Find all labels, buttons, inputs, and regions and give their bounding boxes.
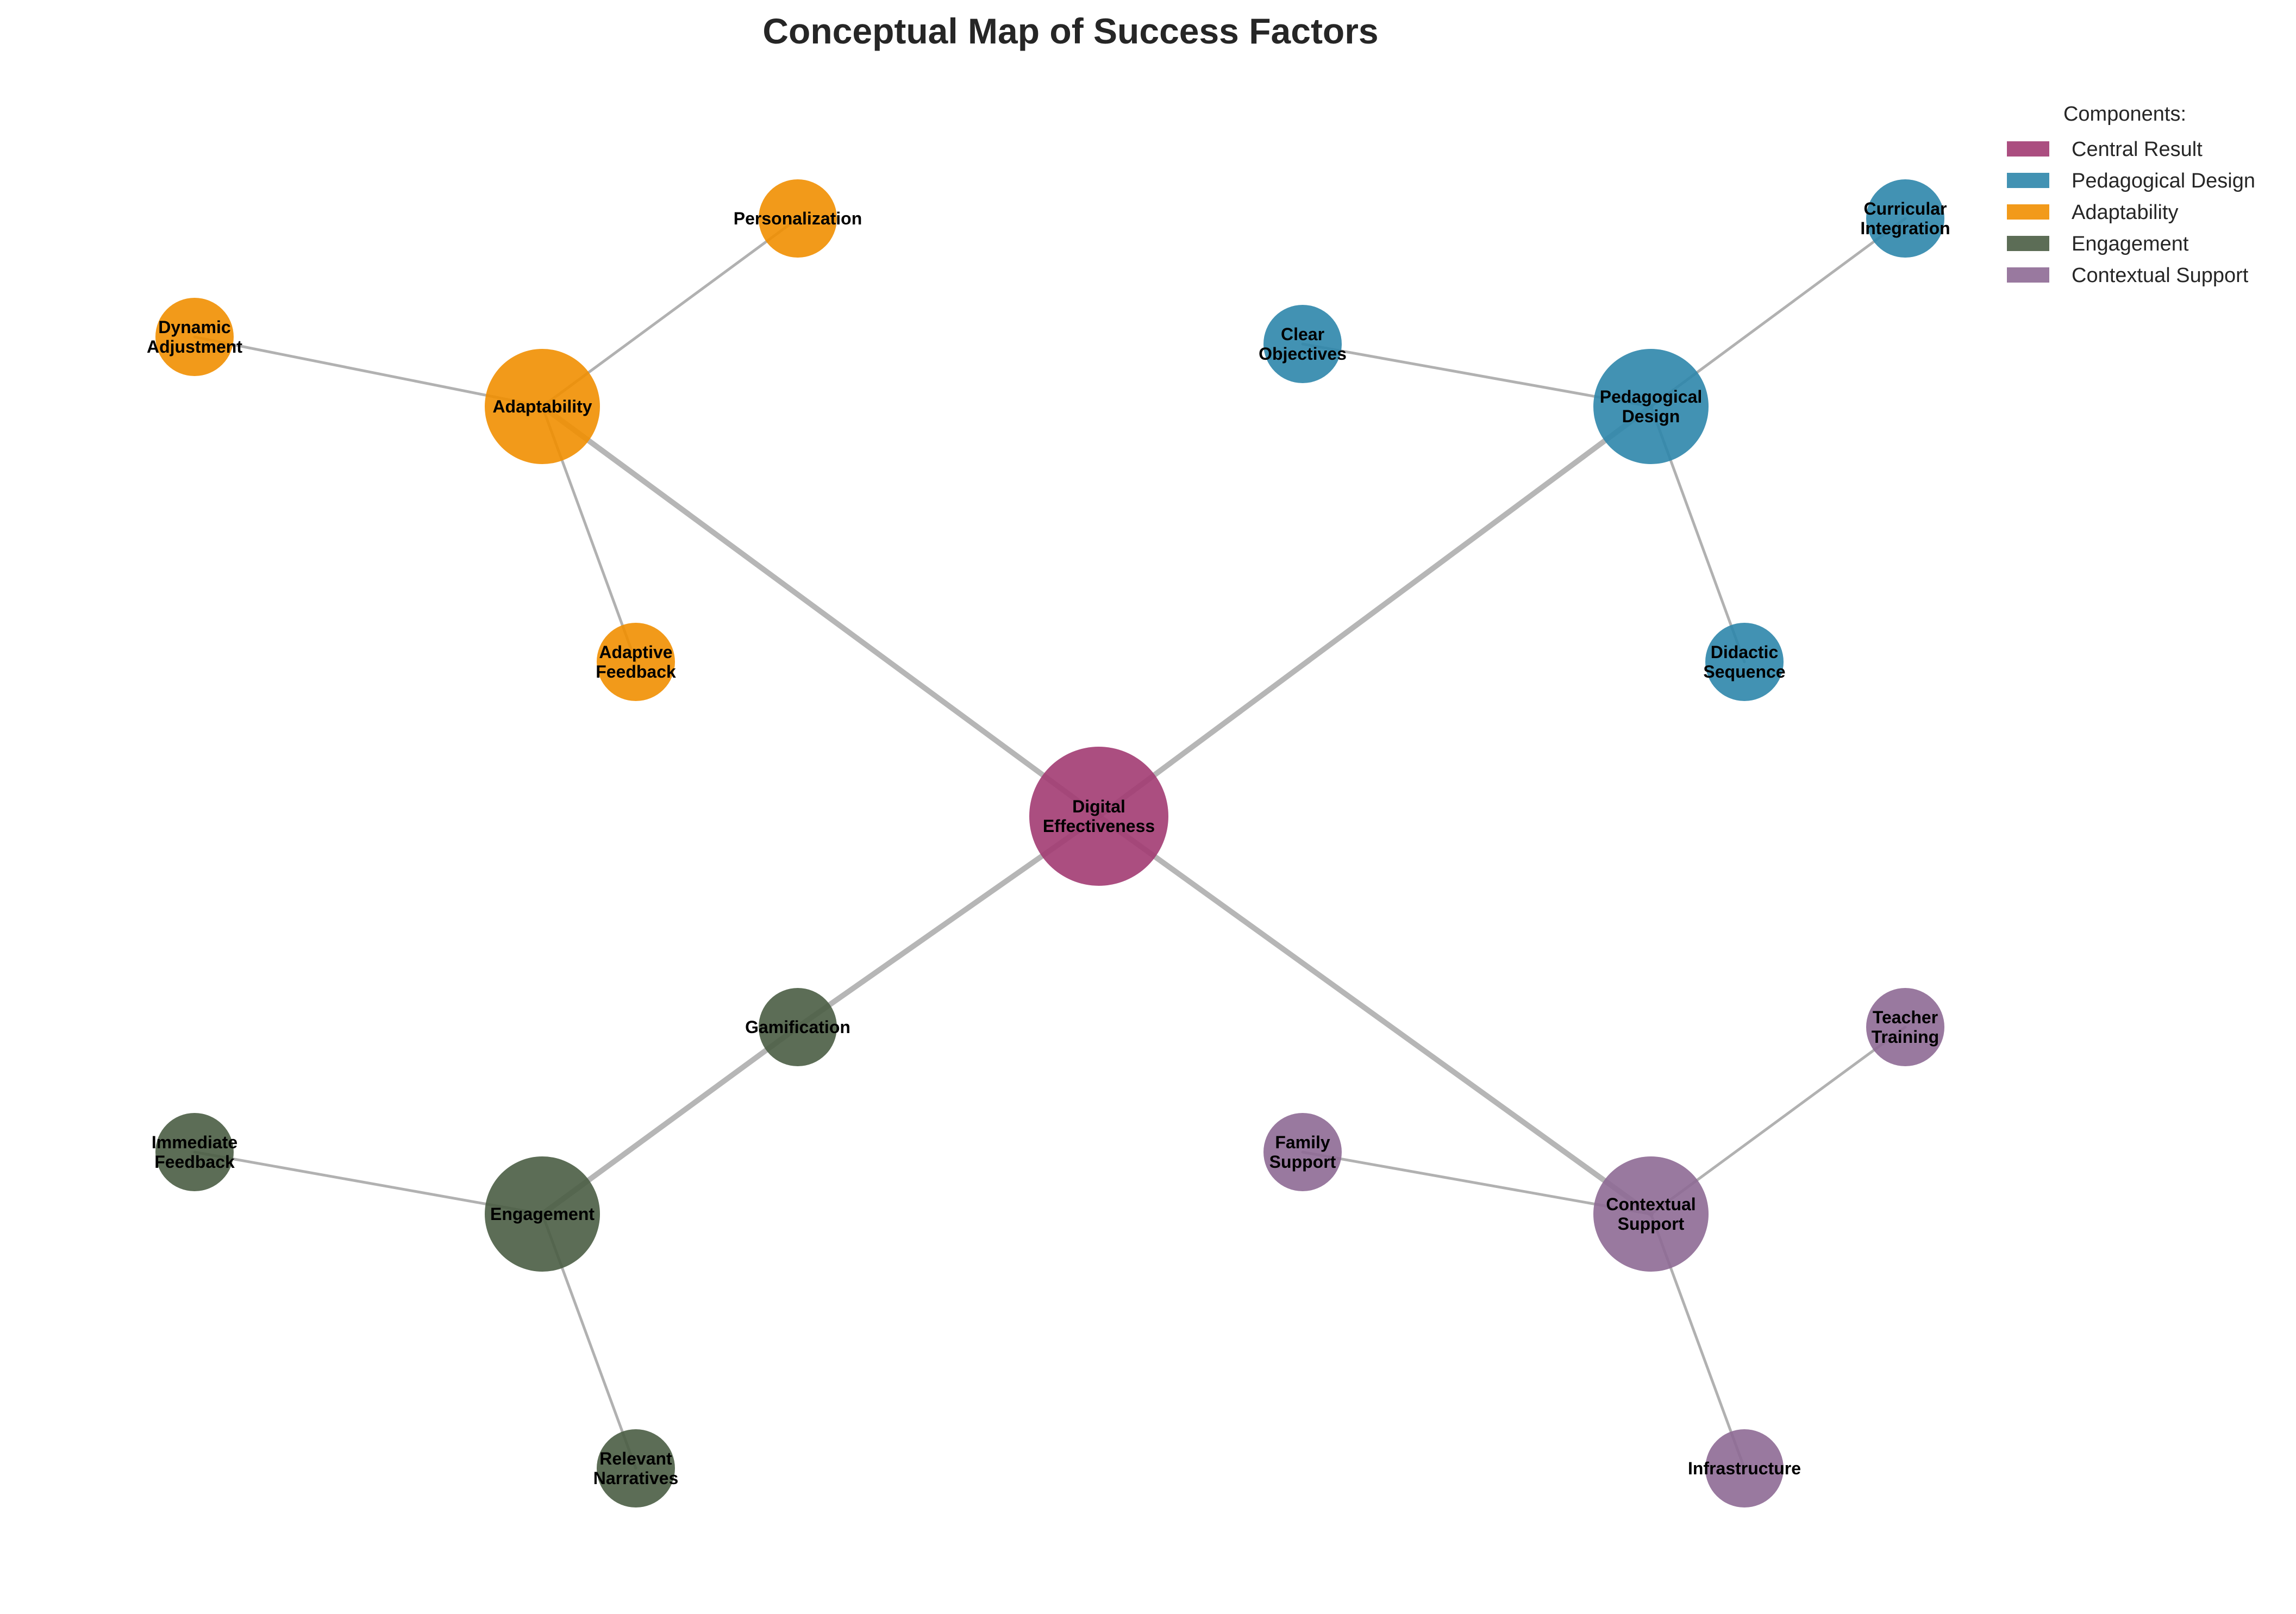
node-label-digital-effectiveness-line-1: Digital: [1072, 797, 1125, 816]
node-circle-digital-effectiveness: [1029, 747, 1168, 886]
node-label-personalization: Personalization: [734, 209, 862, 228]
legend-label-adaptability: Adaptability: [2072, 201, 2178, 224]
node-personalization: Personalization: [734, 179, 862, 258]
edge-digital-effectiveness-to-adaptability: [540, 404, 1102, 819]
node-label-curricular-integration-line-2: Integration: [1860, 218, 1950, 238]
node-label-infrastructure: Infrastructure: [1688, 1459, 1801, 1478]
node-label-contextual-support-line-2: Support: [1618, 1214, 1685, 1234]
node-label-pedagogical-design-line-2: Design: [1622, 406, 1680, 426]
node-label-dynamic-adjustment-line-1: Dynamic: [158, 317, 230, 337]
legend-title: Components:: [2063, 103, 2186, 126]
node-circle-dynamic-adjustment: [155, 298, 234, 376]
node-infrastructure: Infrastructure: [1688, 1429, 1801, 1507]
node-engagement: Engagement: [485, 1156, 600, 1272]
legend-swatch-engagement: [2007, 236, 2049, 251]
node-circle-curricular-integration: [1866, 179, 1944, 258]
node-label-didactic-sequence-line-1: Didactic: [1711, 642, 1778, 662]
diagram-title: Conceptual Map of Success Factors: [762, 11, 1378, 51]
node-circle-adaptability: [485, 349, 600, 464]
node-circle-clear-objectives: [1263, 305, 1342, 383]
legend-swatch-pedagogical-design: [2007, 173, 2049, 188]
legend-label-pedagogical-design: Pedagogical Design: [2072, 170, 2255, 192]
legend-swatch-contextual-support: [2007, 267, 2049, 283]
legend-swatch-central-result: [2007, 141, 2049, 157]
node-label-gamification: Gamification: [745, 1017, 850, 1037]
node-label-immediate-feedback-line-1: Immediate: [152, 1133, 237, 1152]
node-gamification: Gamification: [745, 988, 850, 1066]
node-label-teacher-training-line-2: Training: [1872, 1027, 1939, 1047]
node-circle-didactic-sequence: [1705, 623, 1784, 701]
legend-swatch-adaptability: [2007, 204, 2049, 220]
node-label-dynamic-adjustment-line-2: Adjustment: [147, 337, 242, 356]
node-adaptability: Adaptability: [485, 349, 600, 464]
node-circle-teacher-training: [1866, 988, 1944, 1066]
edge-pedagogical-design-to-clear-objectives: [1301, 342, 1653, 408]
node-circle-contextual-support: [1593, 1156, 1709, 1272]
edge-adaptability-to-dynamic-adjustment: [193, 335, 544, 408]
edge-engagement-to-immediate-feedback: [193, 1150, 544, 1216]
node-label-clear-objectives-line-1: Clear: [1281, 324, 1324, 344]
node-circle-immediate-feedback: [155, 1113, 234, 1191]
edge-contextual-support-to-family-support: [1301, 1150, 1653, 1216]
node-label-immediate-feedback-line-2: Feedback: [154, 1152, 235, 1172]
node-circle-adaptive-feedback: [597, 623, 675, 701]
edge-digital-effectiveness-to-contextual-support: [1096, 814, 1654, 1217]
node-label-contextual-support-line-1: Contextual: [1606, 1194, 1696, 1214]
node-label-relevant-narratives-line-1: Relevant: [599, 1449, 672, 1468]
node-label-family-support-line-1: Family: [1275, 1133, 1330, 1152]
edge-digital-effectiveness-to-pedagogical-design: [1096, 404, 1654, 819]
node-label-digital-effectiveness-line-2: Effectiveness: [1043, 816, 1155, 836]
node-label-clear-objectives-line-2: Objectives: [1259, 344, 1347, 364]
node-circle-relevant-narratives: [597, 1429, 675, 1507]
node-circle-engagement: [485, 1156, 600, 1272]
node-label-adaptive-feedback-line-2: Feedback: [596, 662, 676, 681]
node-label-adaptability: Adaptability: [492, 397, 592, 416]
node-label-didactic-sequence-line-2: Sequence: [1703, 662, 1785, 681]
node-label-adaptive-feedback-line-1: Adaptive: [599, 642, 672, 662]
node-label-curricular-integration-line-1: Curricular: [1864, 199, 1947, 218]
node-circle-pedagogical-design: [1593, 349, 1709, 464]
node-circle-family-support: [1263, 1113, 1342, 1191]
legend-label-engagement: Engagement: [2072, 233, 2189, 255]
node-label-engagement: Engagement: [490, 1204, 595, 1224]
node-label-teacher-training-line-1: Teacher: [1873, 1008, 1938, 1027]
node-label-family-support-line-2: Support: [1269, 1152, 1336, 1172]
node-circle-personalization: [759, 179, 837, 258]
node-label-pedagogical-design-line-1: Pedagogical: [1600, 387, 1703, 406]
node-circle-infrastructure: [1705, 1429, 1784, 1507]
legend-label-contextual-support: Contextual Support: [2072, 264, 2249, 287]
legend-label-central-result: Central Result: [2072, 138, 2203, 161]
node-circle-gamification: [759, 988, 837, 1066]
node-label-relevant-narratives-line-2: Narratives: [593, 1468, 679, 1488]
